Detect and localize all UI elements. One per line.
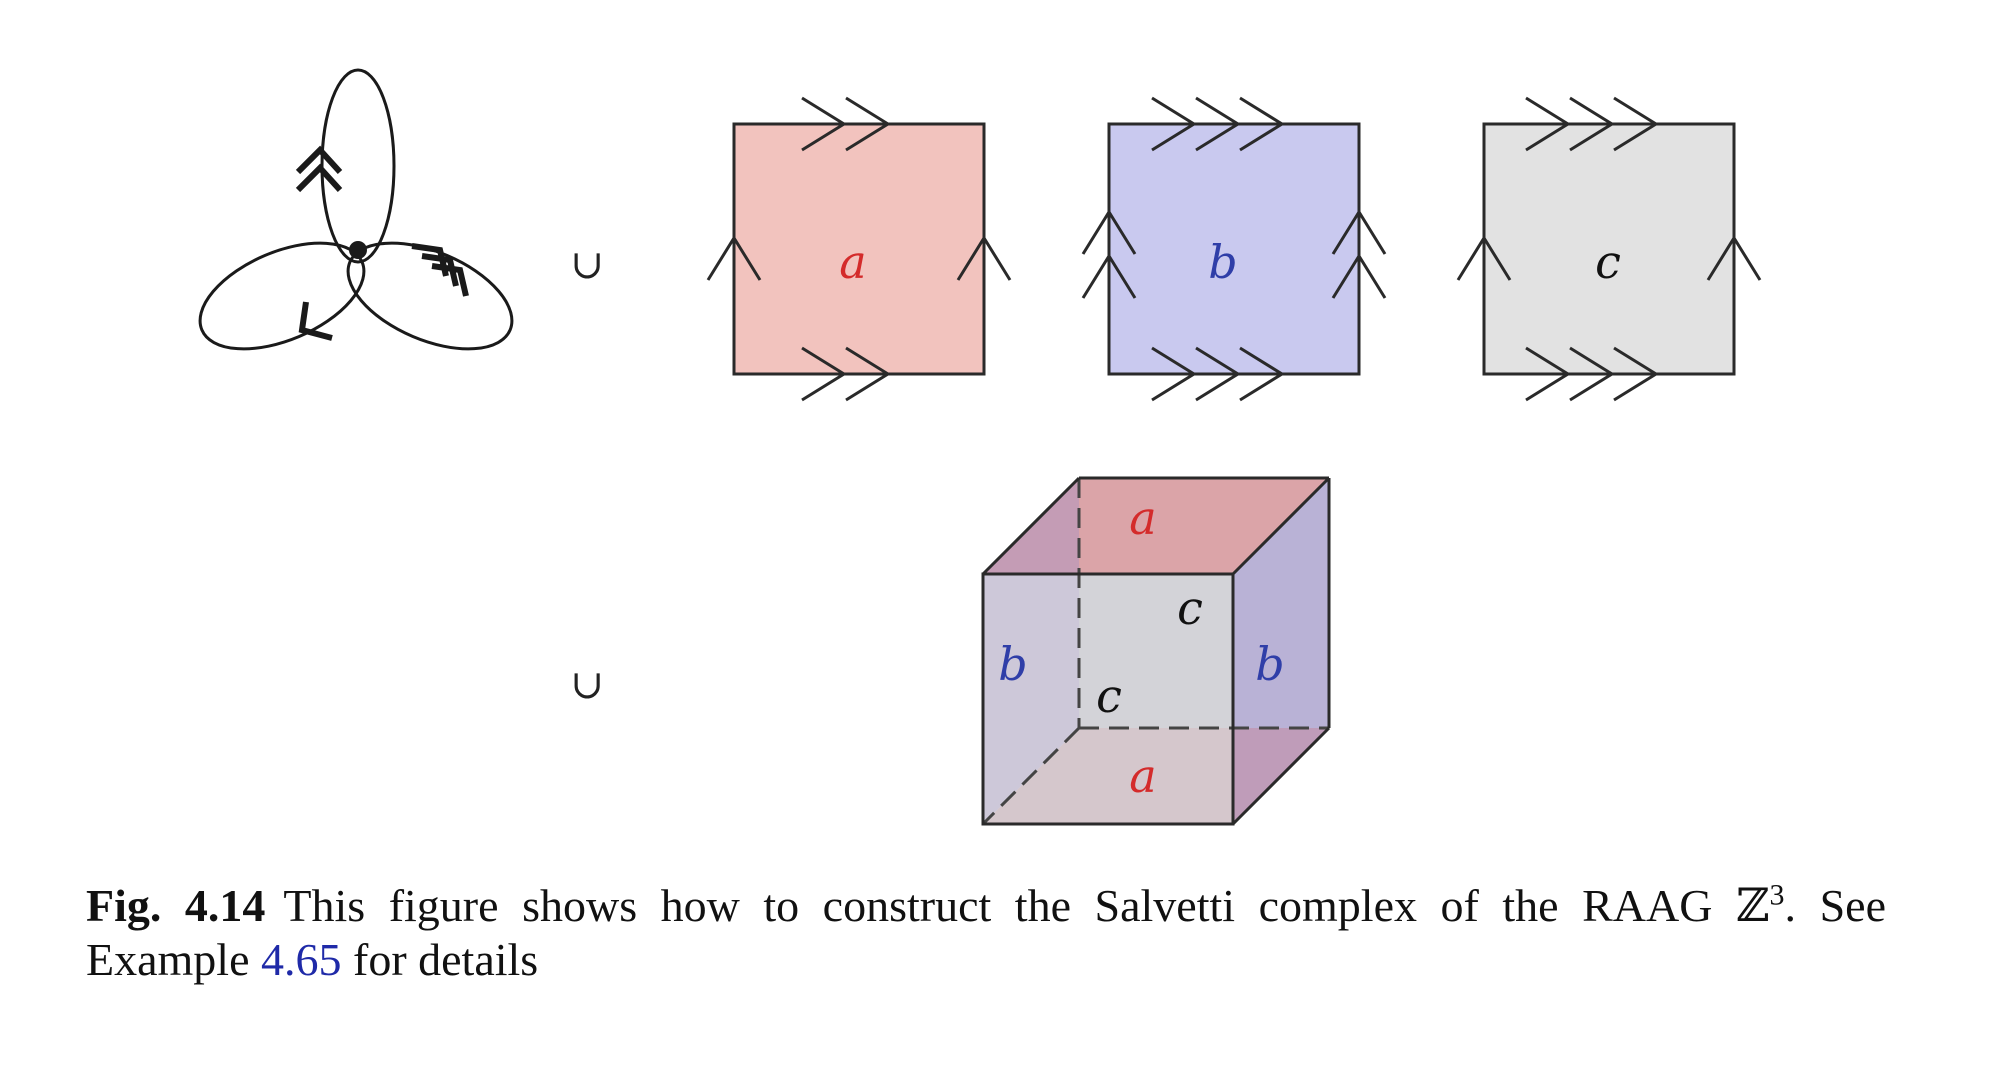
cube-label-bottom-a: a	[1129, 749, 1156, 803]
arrowhead-double-top	[295, 145, 343, 193]
union-symbol-1: ∪	[570, 242, 604, 288]
cube-label-right-b: b	[1255, 637, 1284, 691]
square-a-right-arrow	[956, 235, 1012, 281]
square-c-face	[1482, 122, 1736, 376]
figure-number: Fig. 4.14	[86, 880, 266, 931]
square-b-label: b	[1208, 235, 1237, 289]
salvetti-complex-figure: ∪ ∪ a b c	[198, 68, 1762, 826]
rose-graph	[198, 68, 514, 351]
cube-front-edges	[981, 572, 1235, 826]
caption-text-before: This figure shows how to construct the S…	[283, 880, 1736, 931]
caption-text-after: . See Example	[86, 880, 1886, 985]
caption-text-end: for details	[341, 934, 539, 985]
square-a-bottom-arrows	[801, 346, 891, 402]
square-a-top-arrows	[801, 96, 891, 152]
square-c-top-arrows	[1525, 96, 1659, 152]
cube-label-back-c: c	[1177, 581, 1203, 635]
cube-top-right-edge	[1231, 476, 1331, 576]
square-a-label: a	[839, 235, 866, 289]
cube-top-left-edge	[981, 476, 1081, 576]
rose-vertex	[349, 241, 367, 259]
rose-arrowheads	[295, 145, 469, 341]
loop-right	[346, 241, 514, 351]
cube-label-top-a: a	[1129, 491, 1156, 545]
square-b: b	[1081, 96, 1387, 402]
union-symbol-2: ∪	[570, 662, 604, 708]
square-b-bottom-arrows	[1151, 346, 1285, 402]
figure-caption: Fig. 4.14 This figure shows how to constr…	[86, 878, 1886, 987]
square-b-left-arrows	[1081, 209, 1137, 299]
square-c-right-arrow	[1706, 235, 1762, 281]
square-b-right-arrows	[1331, 209, 1387, 299]
square-c-bottom-arrows	[1525, 346, 1659, 402]
cube-label-left-b: b	[998, 637, 1027, 691]
group-exponent: 3	[1769, 878, 1785, 912]
square-a-face	[732, 122, 986, 376]
example-reference-link[interactable]: 4.65	[261, 934, 342, 985]
square-a-left-arrow	[706, 235, 762, 281]
arrowhead-triple-right	[411, 243, 469, 297]
cube-hidden-edge-diagonal	[981, 726, 1081, 826]
group-symbol: ℤ	[1735, 878, 1770, 932]
square-c: c	[1456, 96, 1762, 402]
cube-bottom-right-edge	[1231, 726, 1331, 826]
cube-label-front-c: c	[1096, 669, 1122, 723]
square-b-top-arrows	[1151, 96, 1285, 152]
loop-left	[198, 241, 366, 351]
cube: a a b b c c	[981, 476, 1331, 826]
square-c-label: c	[1595, 235, 1621, 289]
arrowhead-single-left	[298, 301, 333, 341]
square-c-left-arrow	[1456, 235, 1512, 281]
square-b-face	[1107, 122, 1361, 376]
square-a: a	[706, 96, 1012, 402]
